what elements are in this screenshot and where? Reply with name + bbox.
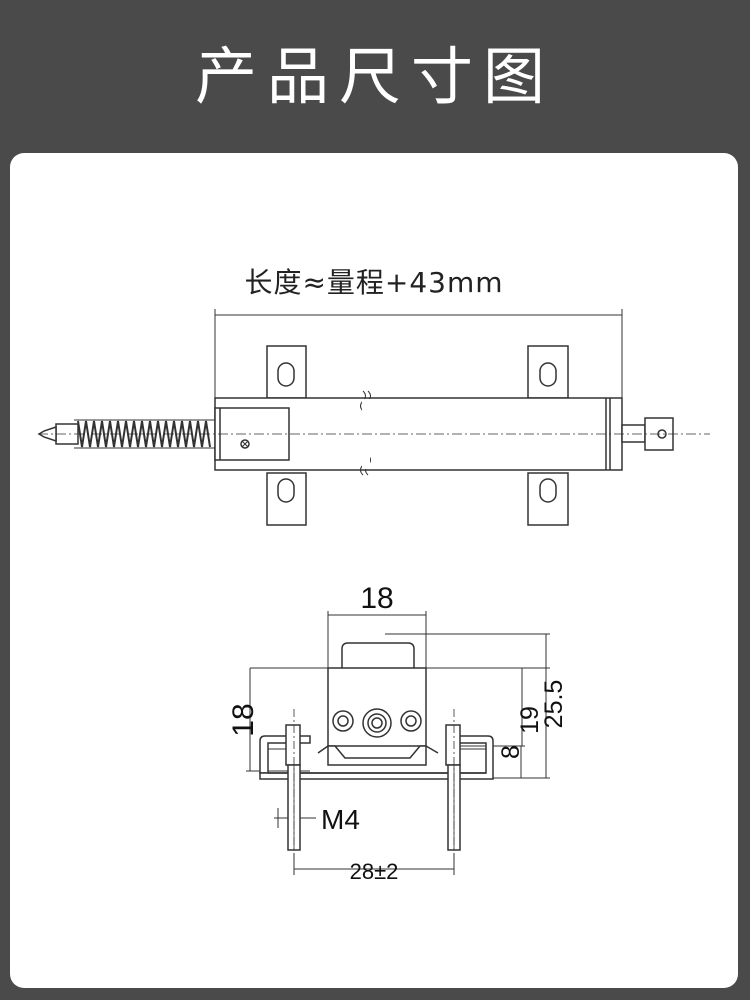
bolt-spacing-dimension-label: 28±2 — [350, 859, 399, 884]
low-height-dimension-label: 8 — [497, 745, 525, 759]
header-banner: 产品尺寸图 — [0, 0, 750, 150]
thread-size-label: M4 — [321, 804, 360, 835]
drawing-panel: 长度≈量程+43mm — [10, 153, 738, 988]
left-height-dimension-label: 18 — [227, 703, 260, 736]
mid-height-dimension-label: 19 — [516, 706, 544, 734]
top-view-drawing — [37, 309, 710, 526]
total-height-dimension-label: 25.5 — [540, 680, 568, 729]
dimension-drawing: 18 18 25.5 19 8 M4 28±2 — [37, 309, 710, 884]
length-dimension-label: 长度≈量程+43mm — [244, 266, 504, 299]
front-view-drawing — [246, 611, 550, 875]
width-dimension-label: 18 — [360, 582, 393, 615]
page-title: 产品尺寸图 — [194, 40, 555, 113]
